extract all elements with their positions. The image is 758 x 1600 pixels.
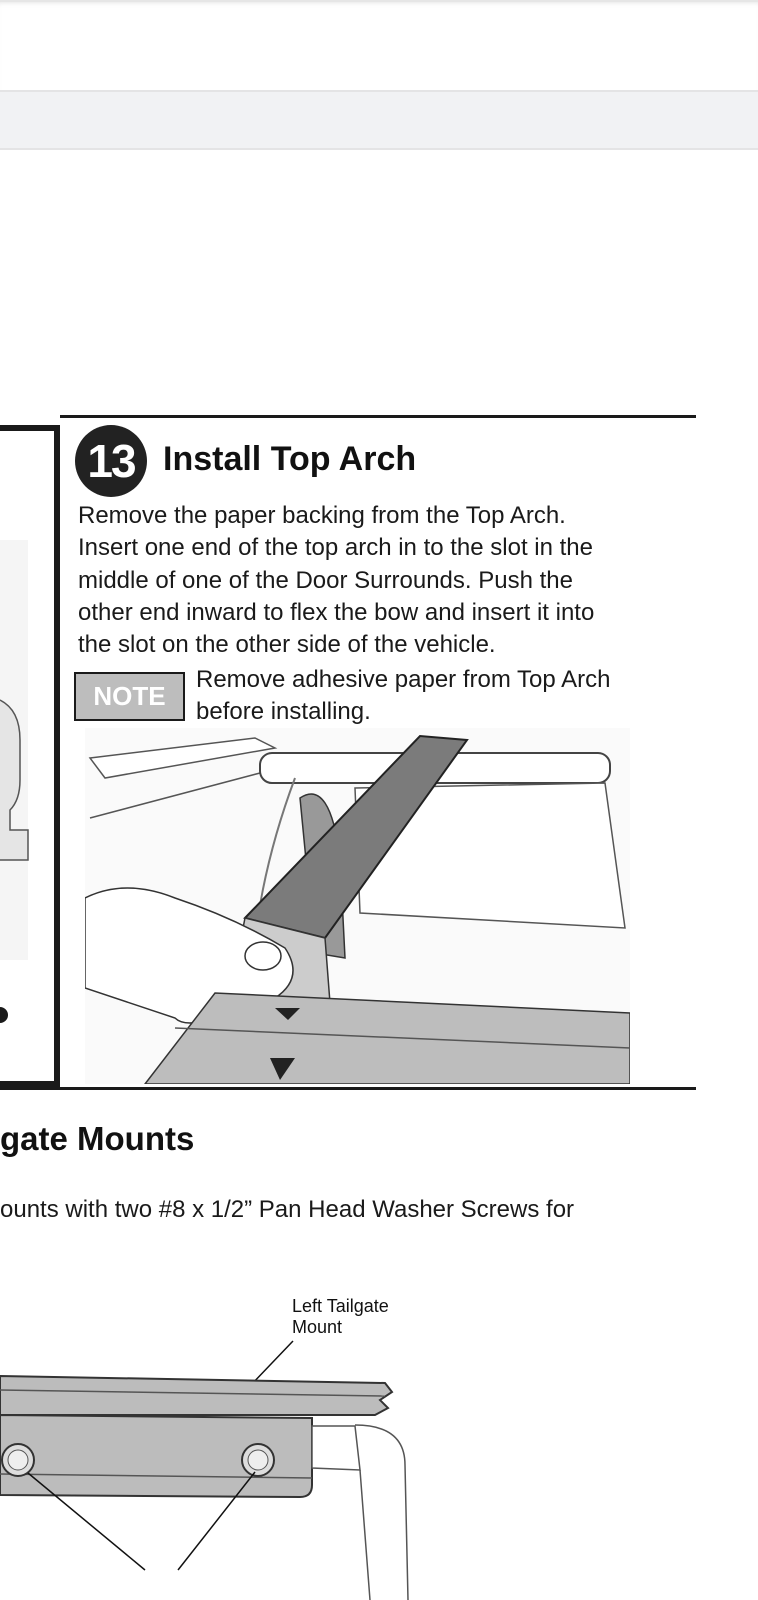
note-badge: NOTE bbox=[74, 672, 185, 721]
note-line: Remove adhesive paper from Top Arch bbox=[196, 666, 611, 693]
note-line: before installing. bbox=[196, 698, 371, 726]
tailgate-mount-illustration bbox=[0, 1340, 409, 1600]
callout-line: Left Tailgate bbox=[292, 1296, 389, 1316]
document-page: 13 Install Top Arch Remove the paper bac… bbox=[0, 150, 758, 1600]
secondary-toolbar bbox=[0, 90, 758, 150]
step-number-badge: 13 bbox=[75, 425, 147, 497]
left-panel-illustration bbox=[0, 540, 29, 1023]
instruction-line: the slot on the other side of the vehicl… bbox=[78, 631, 496, 659]
top-arch-install-illustration bbox=[85, 728, 630, 1084]
instruction-line: Insert one end of the top arch in to the… bbox=[78, 534, 594, 562]
step-title: Install Top Arch bbox=[163, 440, 417, 478]
top-rule bbox=[60, 415, 696, 418]
callout-label: Left Tailgate Mount bbox=[292, 1296, 389, 1338]
bottom-rule bbox=[0, 1087, 696, 1090]
note-text: Remove adhesive paper from Top Arch befo… bbox=[196, 664, 610, 729]
section-heading: gate Mounts bbox=[0, 1120, 195, 1157]
app-toolbar bbox=[0, 0, 758, 90]
callout-line: Mount bbox=[292, 1317, 343, 1337]
instruction-line: Remove the paper backing from the Top Ar… bbox=[78, 502, 566, 529]
instruction-line: middle of one of the Door Surrounds. Pus… bbox=[78, 566, 573, 594]
section-body: ounts with two #8 x 1/2” Pan Head Washer… bbox=[0, 1196, 575, 1223]
left-panel-frame bbox=[0, 425, 60, 1087]
instruction-line: other end inward to flex the bow and ins… bbox=[78, 598, 595, 626]
step-instructions: Remove the paper backing from the Top Ar… bbox=[78, 500, 594, 661]
